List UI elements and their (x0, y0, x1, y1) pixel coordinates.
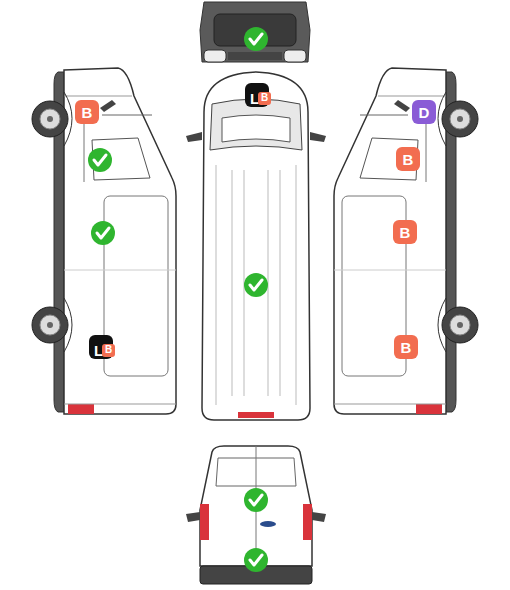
check-circle (244, 273, 268, 297)
check-circle (88, 148, 112, 172)
check-icon (91, 221, 115, 245)
top-view (186, 72, 326, 420)
check-icon (244, 488, 268, 512)
damage-badge: B (393, 220, 417, 244)
check-icon (244, 273, 268, 297)
badge-letter: B (403, 152, 414, 167)
badge-subletter: B (102, 344, 115, 357)
damage-badge: D (412, 100, 436, 124)
damage-badge: B (394, 335, 418, 359)
check-tick (250, 34, 262, 44)
damage-badge: B (75, 100, 99, 124)
left-side-view (32, 68, 176, 414)
front-view (200, 2, 310, 62)
check-circle (244, 548, 268, 572)
check-tick (250, 495, 262, 505)
leader-line (360, 115, 408, 116)
check-tick (97, 228, 109, 238)
check-circle (244, 27, 268, 51)
check-marks (88, 27, 268, 572)
badge-letter: B (82, 105, 93, 120)
check-tick (250, 555, 262, 565)
check-icon (244, 548, 268, 572)
check-icon (88, 148, 112, 172)
rear-view (186, 446, 326, 584)
badge-letter: B (401, 340, 412, 355)
leader-line (102, 115, 152, 116)
badge-subletter: B (258, 92, 271, 105)
learner-badge: LB (89, 335, 113, 359)
check-circle (91, 221, 115, 245)
check-tick (94, 155, 106, 165)
badge-letter: B (400, 225, 411, 240)
badge-letter: D (419, 105, 430, 120)
check-tick (250, 280, 262, 290)
check-icon (244, 27, 268, 51)
right-side-view (334, 68, 478, 414)
damage-badge: B (396, 147, 420, 171)
check-circle (244, 488, 268, 512)
learner-badge: LB (245, 83, 269, 107)
